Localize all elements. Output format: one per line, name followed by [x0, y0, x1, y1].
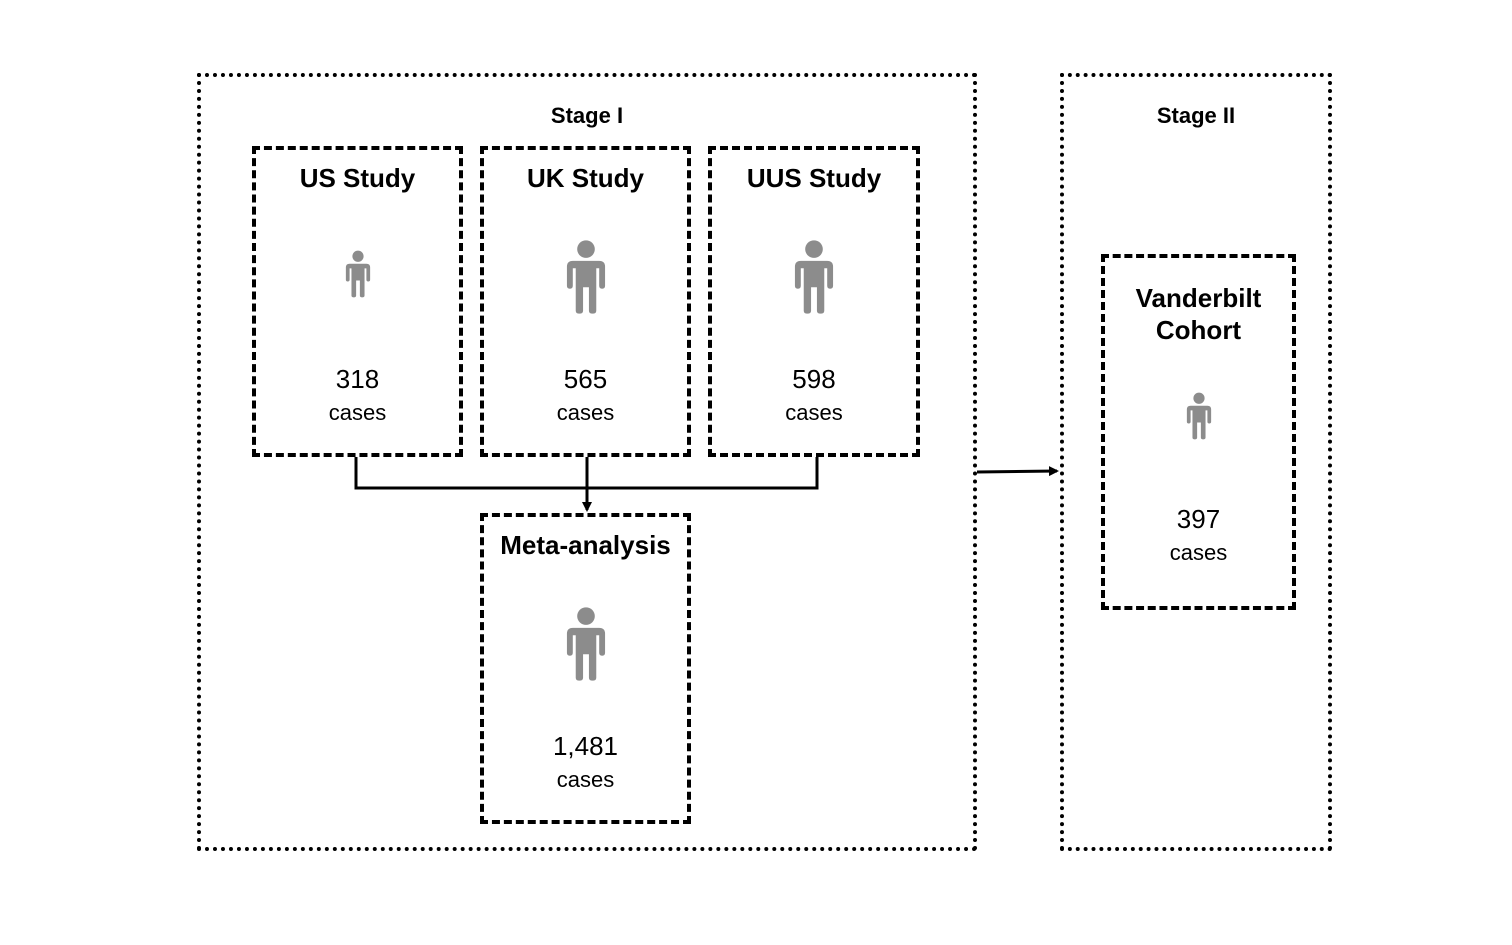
meta-analysis-title: Meta-analysis	[500, 530, 671, 560]
vanderbilt-cohort-title-line1: Vanderbilt	[1135, 283, 1262, 313]
person-icon	[566, 240, 605, 314]
stage-1-box: Stage I	[197, 73, 977, 851]
arrow-to-stage-2	[976, 466, 1059, 477]
us-study-unit: cases	[328, 400, 387, 425]
vanderbilt-cohort-unit: cases	[1169, 540, 1228, 565]
uk-study-title: UK Study	[527, 163, 644, 193]
person-icon	[794, 240, 834, 314]
us-study-title: US Study	[299, 163, 416, 193]
stage-1-title: Stage I	[550, 103, 624, 128]
uus-study-unit: cases	[785, 400, 843, 425]
stage-2-box: Stage II	[1060, 73, 1332, 851]
us-study-count: 318	[335, 364, 380, 394]
meta-analysis-box: Meta-analysis 1,481 cases	[480, 513, 691, 824]
uk-study-count: 565	[563, 364, 608, 394]
uus-study-box: UUS Study 598 cases	[708, 146, 920, 457]
vanderbilt-cohort-count: 397	[1176, 504, 1221, 534]
person-icon	[1186, 392, 1211, 440]
meta-analysis-unit: cases	[556, 767, 615, 792]
uk-study-box: UK Study 565 cases	[480, 146, 691, 457]
uk-study-unit: cases	[556, 400, 615, 425]
person-icon	[566, 607, 605, 681]
uus-study-count: 598	[792, 364, 836, 394]
vanderbilt-cohort-box: Vanderbilt Cohort 397 cases	[1101, 254, 1296, 610]
us-study-box: US Study 318 cases	[252, 146, 463, 457]
vanderbilt-cohort-title-line2: Cohort	[1155, 315, 1242, 345]
uus-study-title: UUS Study	[746, 163, 882, 193]
person-icon	[345, 250, 370, 298]
stage-2-title: Stage II	[1156, 103, 1236, 128]
meta-analysis-count: 1,481	[552, 731, 619, 761]
